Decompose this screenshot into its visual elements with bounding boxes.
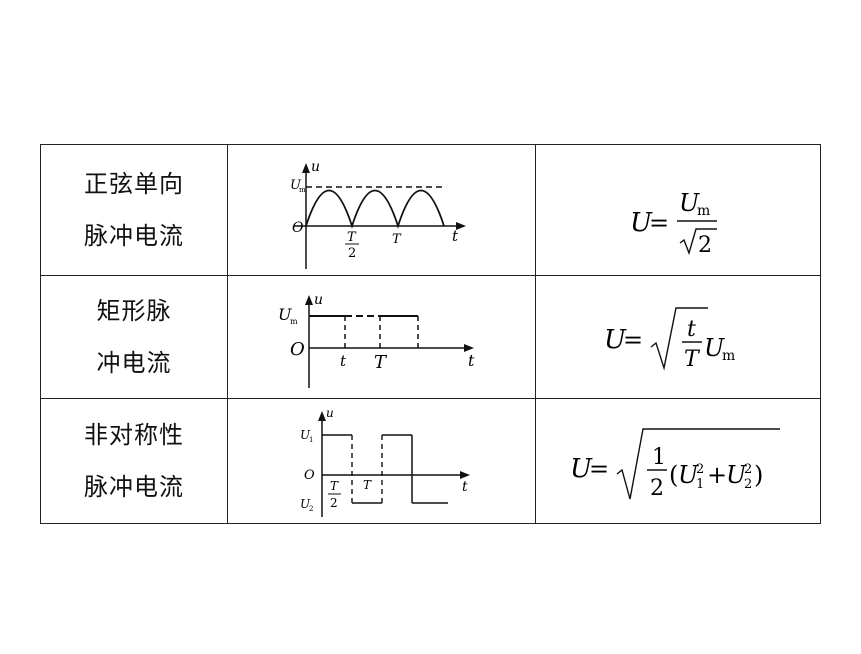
formula-close: ) <box>754 461 763 489</box>
waveform-cell: u t O U 1 U 2 T 2 T <box>227 398 536 524</box>
formula-den: T <box>684 347 701 372</box>
formula-tail-sub: m <box>722 348 735 364</box>
formula-den: 2 <box>650 476 664 501</box>
formula-b-sub: 2 <box>744 477 752 492</box>
half-period-num: T <box>347 230 357 245</box>
formula-open: ( <box>669 461 678 489</box>
origin-label: O <box>292 220 304 236</box>
formula-num: t <box>687 317 696 342</box>
u-axis-label: u <box>314 292 323 308</box>
formula-rect: U = t T U m <box>604 307 735 372</box>
formula-num-sub: m <box>697 203 710 219</box>
formula-tail: U <box>704 334 725 362</box>
formula-eq: = <box>649 209 669 237</box>
row-name-cell: 非对称性 脉冲电流 <box>40 398 228 524</box>
u1-label: U <box>300 428 311 442</box>
table-row: 正弦单向 脉冲电流 u t O U m T 2 T <box>40 144 821 276</box>
formula-cell: U = t T U m <box>535 275 821 399</box>
origin-label: O <box>290 339 305 360</box>
row-name-line: 非对称性 <box>84 421 184 449</box>
half-period-den: 2 <box>330 496 338 510</box>
u1-sub: 1 <box>309 436 313 444</box>
u2-label: U <box>300 497 311 511</box>
formula-lhs: U <box>630 208 653 238</box>
rms-table: 正弦单向 脉冲电流 u t O U m T 2 T <box>40 144 821 524</box>
formula-lhs: U <box>570 454 593 484</box>
um-sub: m <box>299 186 306 194</box>
row-name-cell: 矩形脉 冲电流 <box>40 275 228 399</box>
row-name-line: 脉冲电流 <box>84 473 184 501</box>
formula-num: 1 <box>652 445 666 470</box>
formula-a-sup: 2 <box>696 462 704 477</box>
formula-plus: + <box>707 461 727 489</box>
table-row: 矩形脉 冲电流 u t O U m t T <box>40 275 821 399</box>
table-row: 非对称性 脉冲电流 u t O U 1 U <box>40 398 821 524</box>
formula-lhs: U <box>604 325 627 355</box>
formula-b: U <box>726 461 747 489</box>
formula-cell: U = U m 2 <box>535 144 821 276</box>
formula-eq: = <box>589 455 609 483</box>
t-axis-label: t <box>452 227 459 245</box>
formula-sine: U = U m 2 <box>630 189 717 258</box>
t-axis-label: t <box>468 351 475 370</box>
period-label: T <box>363 478 372 492</box>
origin-label: O <box>304 468 315 483</box>
row-name-line: 矩形脉 <box>96 297 172 325</box>
row-name-line: 脉冲电流 <box>84 222 184 250</box>
row-name-line: 正弦单向 <box>84 170 184 198</box>
period-label: T <box>374 352 388 373</box>
u-axis-label: u <box>311 159 320 175</box>
formula-asym: U = 1 2 ( U 2 1 + U 2 2 ) <box>570 428 780 501</box>
formula-cell: U = 1 2 ( U 2 1 + U 2 2 ) <box>535 398 821 524</box>
um-sub: m <box>290 317 298 326</box>
u2-sub: 2 <box>309 505 313 513</box>
asym-pulse-graph: u t O U 1 U 2 T 2 T <box>300 406 470 517</box>
formula-eq: = <box>623 326 643 354</box>
formula-a-sub: 1 <box>696 477 704 492</box>
rect-pulse-graph: u t O U m t T <box>278 292 475 388</box>
row-name-line: 冲电流 <box>96 349 172 377</box>
t-axis-label: t <box>462 479 468 495</box>
u-axis-label: u <box>326 406 334 420</box>
formula-den: 2 <box>698 233 712 258</box>
um-label: U <box>278 305 292 324</box>
half-period-den: 2 <box>348 246 356 261</box>
um-label: U <box>290 178 302 193</box>
period-label: T <box>392 232 402 247</box>
formula-num: U <box>679 189 700 217</box>
waveform-cell: u t O U m t T <box>227 275 536 399</box>
tick-t-label: t <box>340 352 347 370</box>
formula-a: U <box>678 461 699 489</box>
sine-pulse-graph: u t O U m T 2 T <box>290 159 466 269</box>
formula-b-sup: 2 <box>744 462 752 477</box>
row-name-cell: 正弦单向 脉冲电流 <box>40 144 228 276</box>
waveform-cell: u t O U m T 2 T <box>227 144 536 276</box>
half-period-num: T <box>330 479 339 493</box>
